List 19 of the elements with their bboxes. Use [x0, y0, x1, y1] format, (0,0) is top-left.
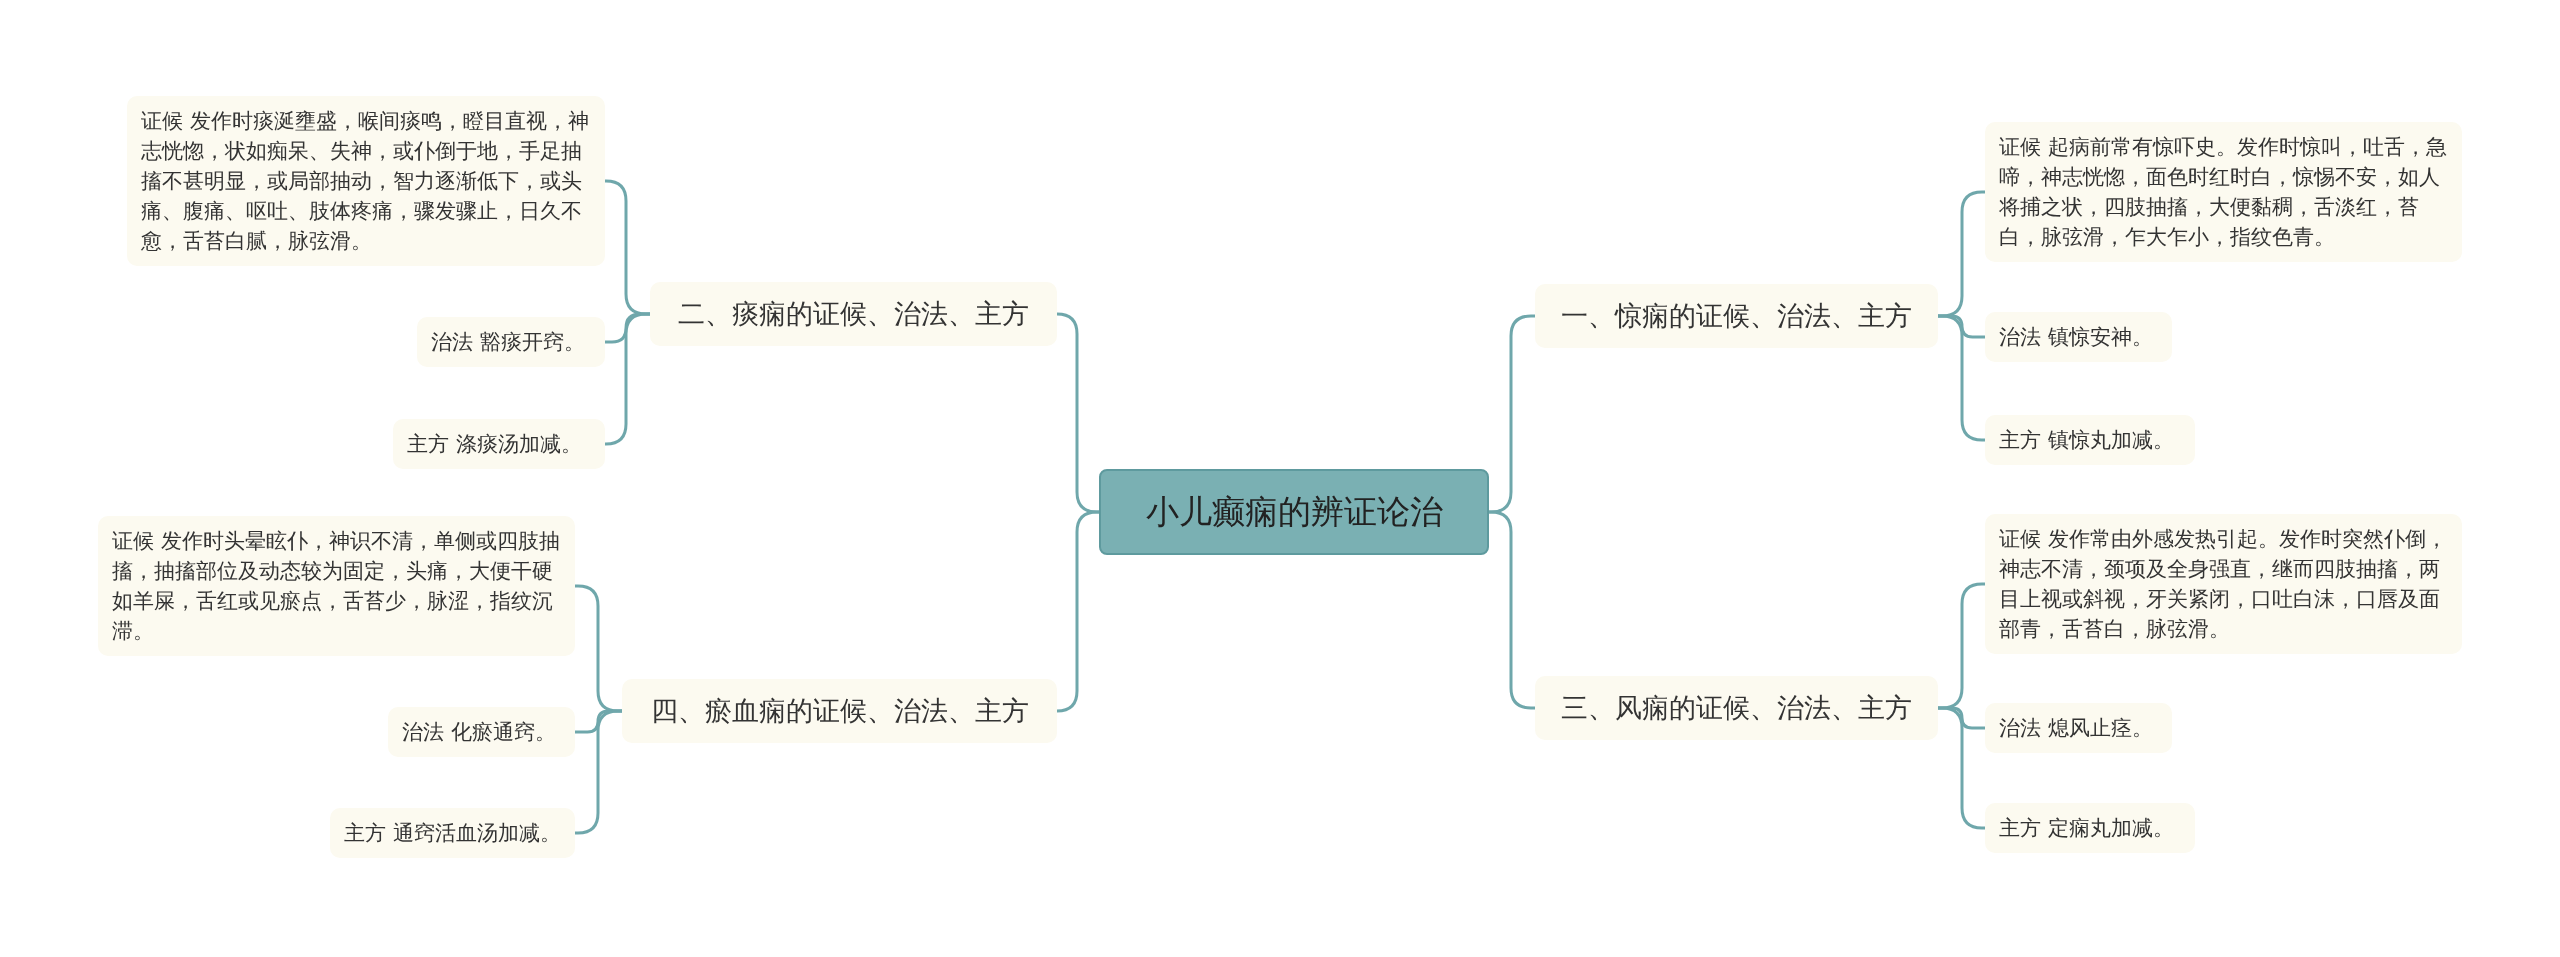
note-box: 治法 豁痰开窍。	[417, 317, 605, 367]
note-box: 治法 化瘀通窍。	[388, 707, 575, 757]
note-box: 证候 起病前常有惊吓史。发作时惊叫，吐舌，急啼，神志恍惚，面色时红时白，惊惕不安，如人将捕之状，四肢抽搐，大便黏稠，舌淡红，苔白，脉弦滑，乍大乍小，指纹色青。	[1985, 122, 2462, 262]
central-topic-box: 小儿癫痫的辨证论治	[1099, 469, 1489, 555]
note-box: 治法 镇惊安神。	[1985, 312, 2172, 362]
topic-box: 一、惊痫的证候、治法、主方	[1535, 284, 1938, 348]
connector-line	[1055, 510, 1100, 713]
note-box: 证候 发作时痰涎壅盛，喉间痰鸣，瞪目直视，神志恍惚，状如痴呆、失神，或仆倒于地，手足抽搐不甚明显，或局部抽动，智力逐渐低下，或头痛、腹痛、呕吐、肢体疼痛，骤发骤止，日久不愈，舌苔白腻，脉弦滑。	[127, 96, 605, 266]
topic-box: 二、痰痫的证候、治法、主方	[650, 282, 1057, 346]
note-box: 证候 发作常由外感发热引起。发作时突然仆倒，神志不清，颈项及全身强直，继而四肢抽搐，两目上视或斜视，牙关紧闭，口吐白沫，口唇及面部青，舌苔白，脉弦滑。	[1985, 514, 2462, 654]
note-box: 主方 涤痰汤加减。	[393, 419, 605, 469]
note-box: 主方 通窍活血汤加减。	[330, 808, 575, 858]
connector-line	[1055, 312, 1099, 514]
topic-box: 四、瘀血痫的证候、治法、主方	[622, 679, 1057, 743]
note-box: 治法 熄风止痉。	[1985, 703, 2172, 753]
topic-box: 三、风痫的证候、治法、主方	[1535, 676, 1938, 740]
note-box: 主方 镇惊丸加减。	[1985, 415, 2195, 465]
note-box: 主方 定痫丸加减。	[1985, 803, 2195, 853]
note-box: 证候 发作时头晕眩仆，神识不清，单侧或四肢抽搐，抽搐部位及动态较为固定，头痛，大便干硬如羊屎，舌红或见瘀点，舌苔少，脉涩，指纹沉滞。	[98, 516, 575, 656]
